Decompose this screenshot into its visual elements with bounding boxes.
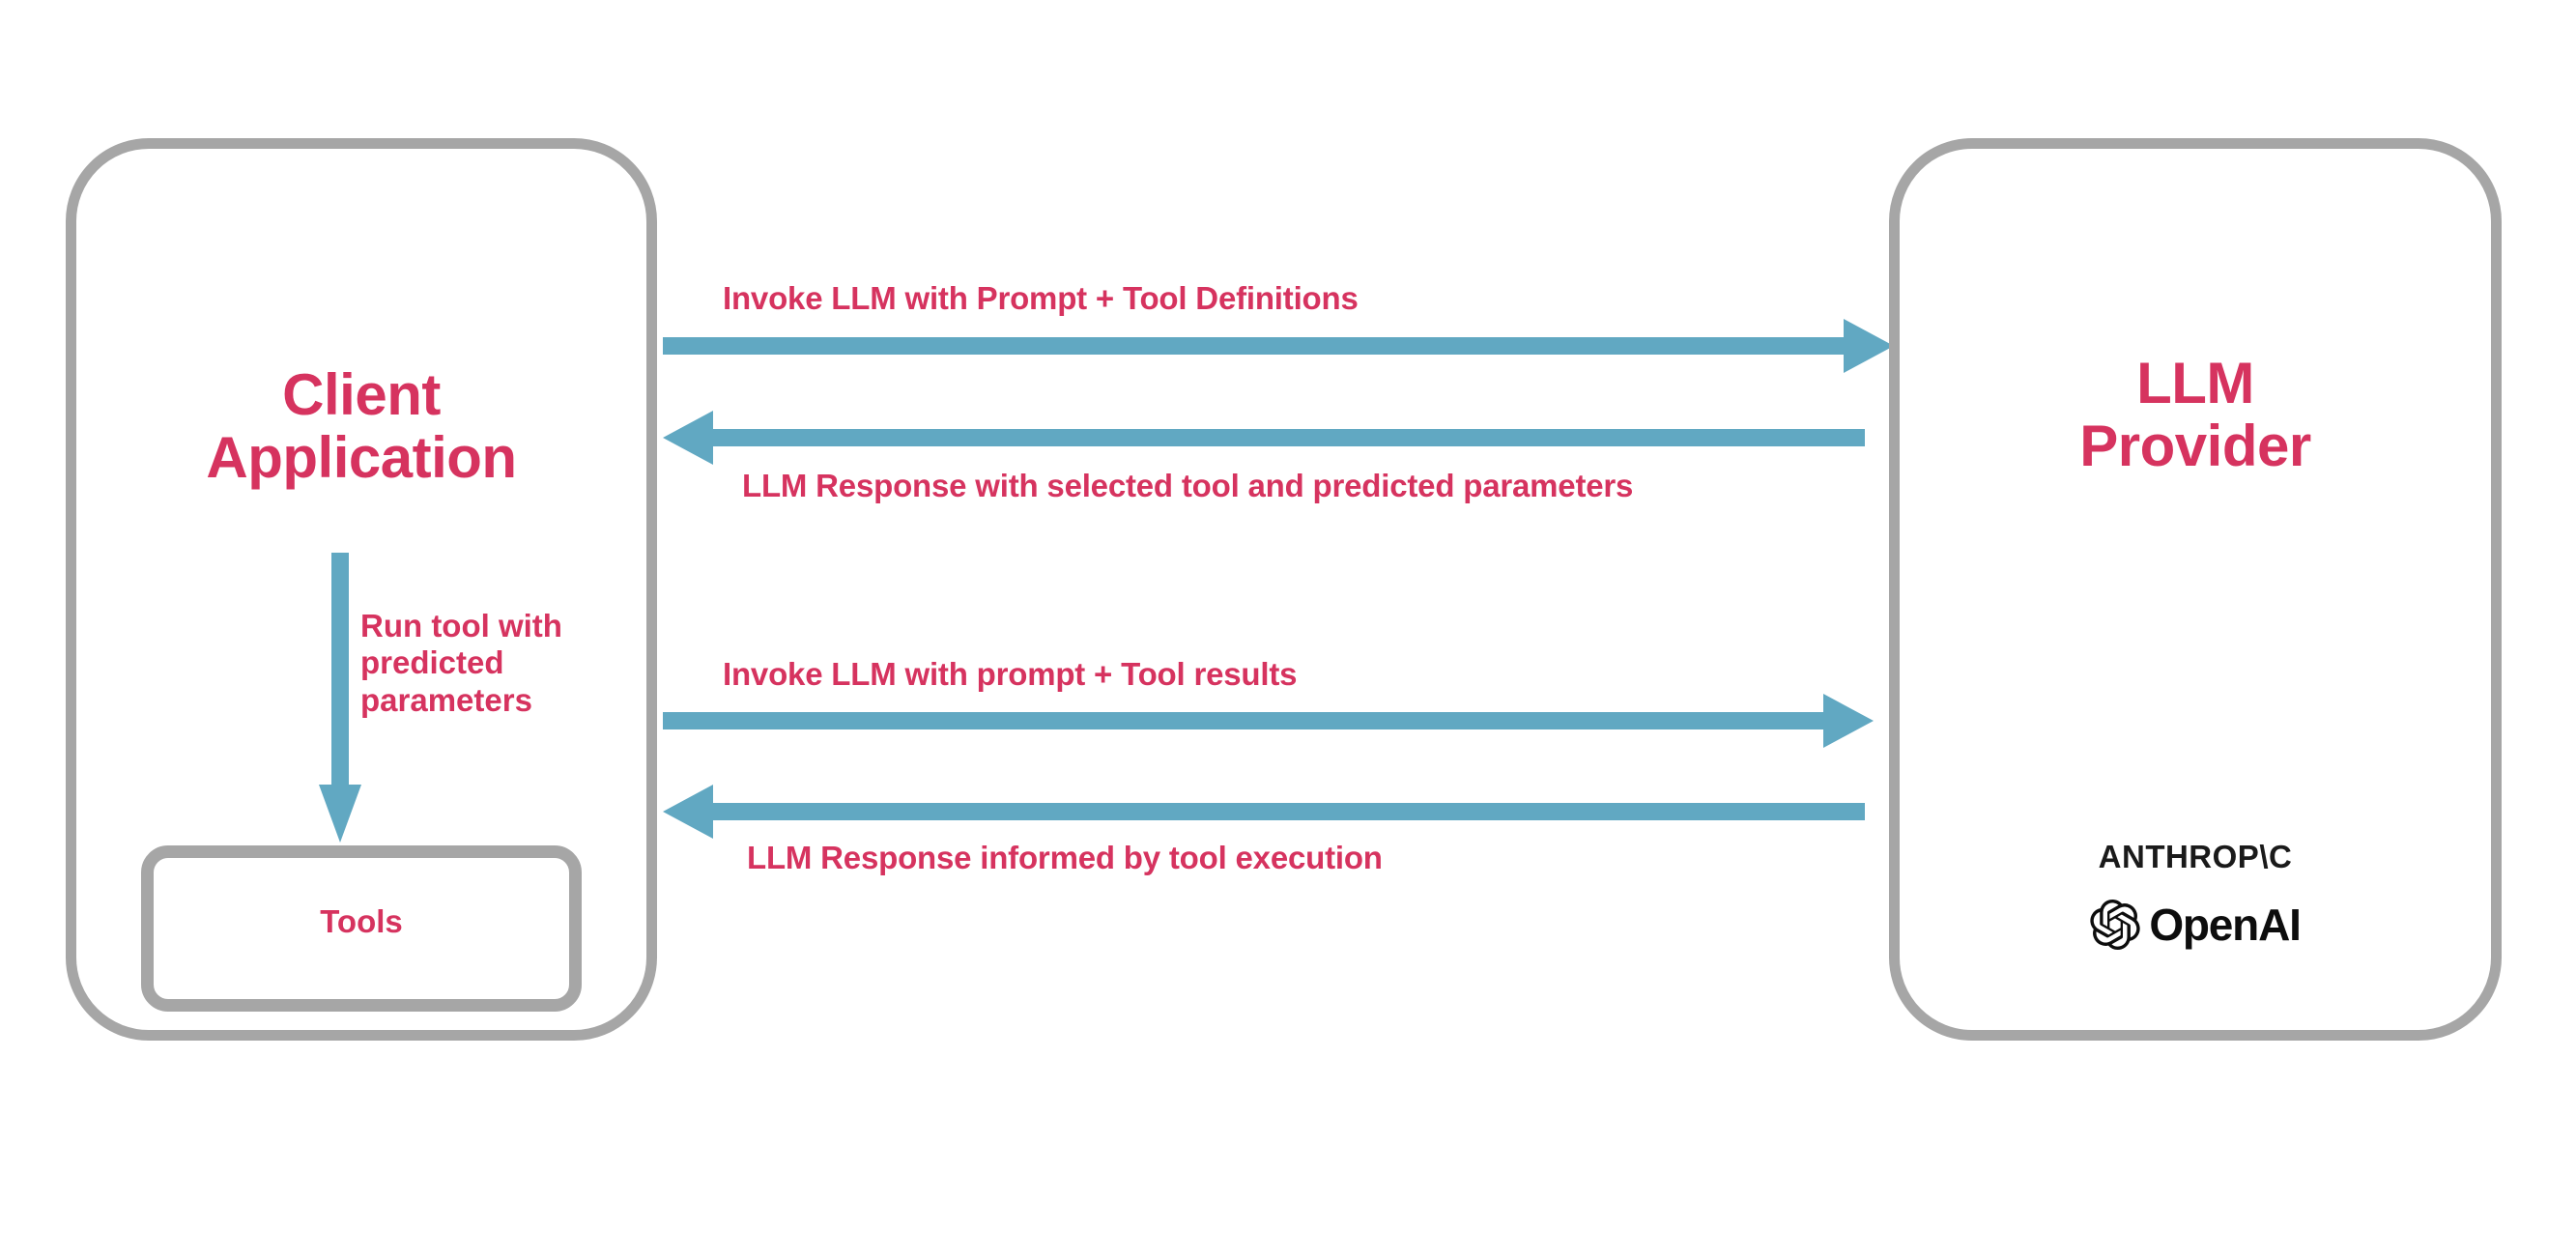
llm-response-selected-tool-label: LLM Response with selected tool and pred…: [742, 468, 1634, 503]
arrow-left-shape: [663, 785, 1865, 839]
invoke-llm-prompt-tool-results-label: Invoke LLM with prompt + Tool results: [723, 656, 1298, 692]
anthropic-wordmark: ANTHROP\C: [2098, 839, 2293, 874]
arrow-left-shape: [663, 411, 1865, 465]
openai-wordmark: OpenAI: [2149, 900, 2302, 950]
llm-provider-box: [1889, 138, 2502, 1041]
tools-label: Tools: [320, 903, 403, 939]
llm-provider-title: LLM Provider: [2079, 351, 2311, 478]
llm-response-tool-execution-arrow: [663, 785, 1865, 839]
openai-logo: OpenAI: [1889, 899, 2502, 951]
tools-box: [141, 845, 582, 1012]
invoke-llm-prompt-tool-definitions-arrow: [663, 319, 1894, 373]
invoke-llm-prompt-tool-definitions-label: Invoke LLM with Prompt + Tool Definition…: [723, 280, 1359, 316]
llm-response-tool-execution-label: LLM Response informed by tool execution: [747, 840, 1383, 875]
run-tool-label: Run tool with predicted parameters: [360, 608, 562, 718]
openai-knot-icon: [2090, 900, 2140, 950]
run-tool-arrow: [311, 553, 369, 843]
run-tool-arrow-shape: [319, 553, 361, 843]
arrow-right-shape: [663, 694, 1874, 748]
arrow-right-shape: [663, 319, 1894, 373]
invoke-llm-prompt-tool-results-arrow: [663, 694, 1874, 748]
llm-response-selected-tool-arrow: [663, 411, 1865, 465]
client-application-title: Client Application: [206, 362, 517, 490]
